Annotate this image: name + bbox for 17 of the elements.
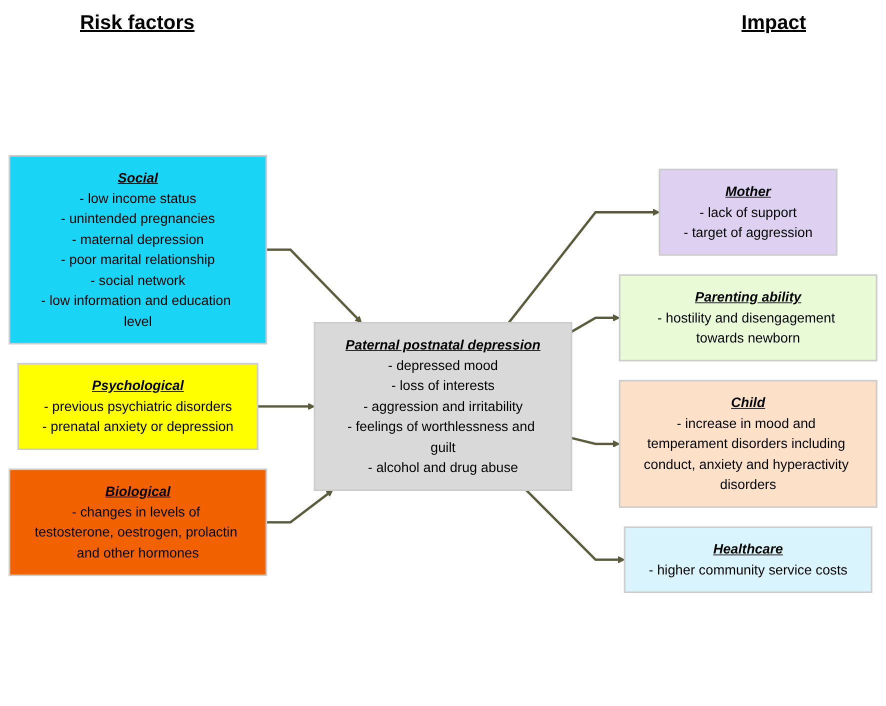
arrow — [525, 489, 625, 564]
arrow — [508, 208, 660, 324]
node-box: Social - low income status - unintended pregnancies - maternal depression - poor marital relationship - social network - low information and education level — [8, 154, 268, 344]
node-box: Parenting ability - hostility and disengagement towards newborn — [618, 274, 878, 362]
node-box: Healthcare - higher community service costs — [624, 526, 872, 594]
node-box: Psychological - previous psychiatric disorders - prenatal anxiety or depression — [17, 362, 258, 450]
node-box: Biological - changes in levels of testosterone, oestrogen, prolactin and other hormones — [8, 468, 268, 576]
arrow — [266, 248, 362, 324]
arrow — [258, 402, 315, 410]
node-box: Child - increase in mood and temperament disorders including conduct, anxiety and hyperactivity disorders — [618, 380, 878, 508]
node-box: Paternal postnatal depression - depressed mood - loss of interests - aggression and irritability - feelings of worthlessness and guilt - alcohol and drug abuse — [314, 322, 572, 491]
column-heading: Impact — [742, 12, 806, 35]
arrow — [570, 314, 620, 333]
node-box: Mother - lack of support - target of aggression — [658, 168, 838, 256]
arrow — [266, 490, 334, 524]
arrow — [571, 436, 620, 448]
column-heading: Risk factors — [80, 12, 194, 35]
